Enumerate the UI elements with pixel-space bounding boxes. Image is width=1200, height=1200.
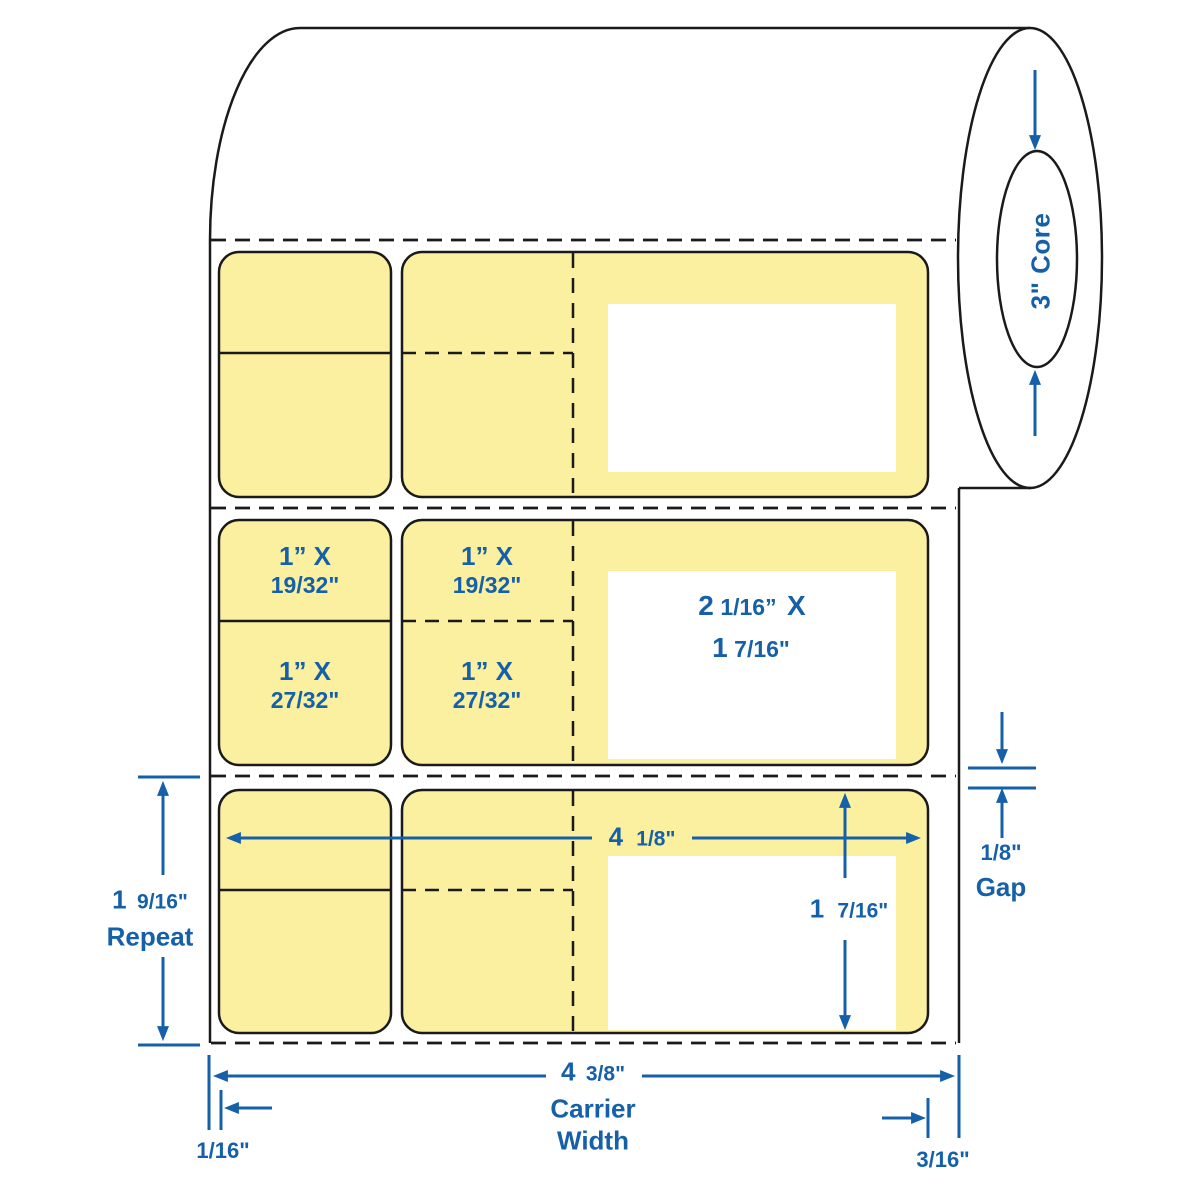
label-height-dimension: 1 7/16": [809, 893, 889, 924]
small-label-row1: [217, 250, 393, 499]
print-area-row3: [608, 856, 896, 1030]
core-ellipse: [995, 149, 1079, 369]
large-label-bottom-size-row2: 1” X 27/32": [452, 656, 522, 714]
row-separators: [211, 238, 956, 1045]
large-label-top-size-row2: 1” X 19/32": [452, 541, 522, 599]
right-liner-dimension: 3/16": [916, 1147, 970, 1172]
small-label-row2: [217, 518, 393, 767]
roll-outline: [208, 26, 1104, 1043]
print-area-row2: [608, 571, 896, 759]
repeat-dimension: 1 9/16" Repeat: [106, 884, 194, 952]
print-area-size-label: 2 1/16” X 1 7/16": [698, 590, 806, 663]
label-width-dimension: 4 1/8": [608, 821, 676, 852]
left-liner-dimension: 1/16": [196, 1138, 250, 1163]
core-size-label: 3" Core: [1025, 212, 1056, 310]
small-label-bottom-size-row2: 1” X 27/32": [270, 656, 340, 714]
label-row-2: [217, 518, 930, 767]
dimension-lines: [138, 70, 1041, 1138]
small-label-top-size-row2: 1” X 19/32": [270, 541, 340, 599]
carrier-width-dimension: 4 3/8" Carrier Width: [550, 1056, 636, 1156]
label-row-1: [217, 250, 930, 499]
gap-dimension: 1/8" Gap: [975, 840, 1027, 902]
small-label-row3: [217, 788, 393, 1035]
print-area-row1: [608, 304, 896, 472]
label-row-3: [217, 788, 930, 1035]
